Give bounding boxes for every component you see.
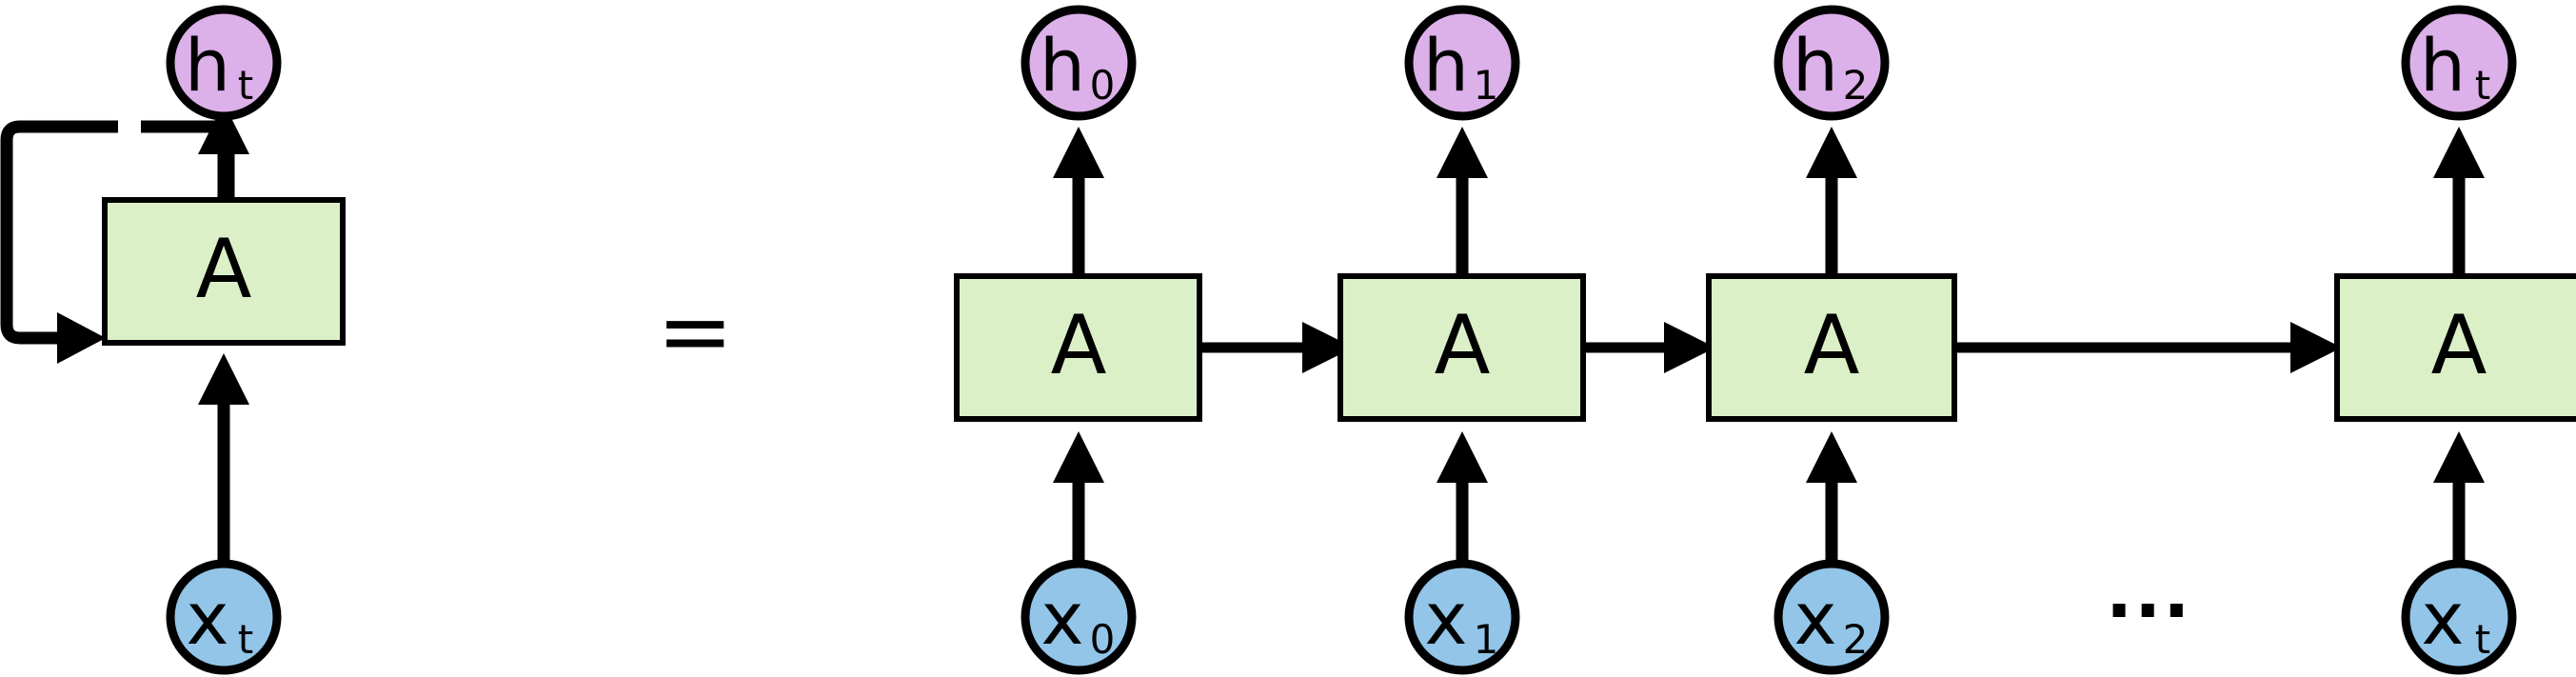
unrolled-input-circle-t: [2401, 559, 2517, 675]
unrolled-input-subscript-1: 1: [1474, 616, 1499, 663]
unrolled-input-arrow-1: [1437, 431, 1488, 562]
unrolled-hidden-state-subscript-1: 1: [1474, 62, 1499, 109]
unrolled-input-label-t: x: [2422, 576, 2465, 661]
unrolled-cell-box-t: [2334, 273, 2576, 422]
unrolled-input-label-2: x: [1794, 576, 1837, 661]
unrolled-recurrent-arrow-2-t: [1954, 322, 2342, 373]
unrolled-input-circle-0: [1020, 559, 1137, 675]
unrolled-hidden-state-circle-1: [1404, 5, 1520, 121]
ellipsis-indicator: ...: [2106, 552, 2192, 634]
folded-input-label: x: [187, 576, 229, 661]
folded-cell-box: [102, 197, 346, 346]
folded-hidden-state-label: h: [185, 23, 230, 108]
unrolled-cell-label-0: A: [1051, 298, 1107, 393]
unrolled-cell-label-2: A: [1804, 298, 1860, 393]
unrolled-hidden-state-label-t: h: [2420, 23, 2466, 108]
unrolled-hidden-state-subscript-t: t: [2475, 62, 2490, 109]
folded-cell-label: A: [196, 222, 252, 317]
unrolled-input-arrow-2: [1806, 431, 1857, 562]
unrolled-output-arrow-2: [1806, 127, 1857, 278]
unrolled-cell-label-t: A: [2431, 298, 2487, 393]
folded-hidden-state-circle: [166, 5, 282, 121]
unrolled-input-arrow-t: [2433, 431, 2485, 562]
equals-sign: =: [657, 278, 734, 385]
unrolled-input-circle-2: [1773, 559, 1890, 675]
unrolled-hidden-state-circle-0: [1020, 5, 1137, 121]
unrolled-output-arrow-t: [2433, 127, 2485, 278]
folded-loop-arrowhead: [57, 312, 106, 364]
folded-hidden-state-subscript: t: [238, 62, 253, 109]
unrolled-hidden-state-circle-2: [1773, 5, 1890, 121]
folded-input-arrow: [198, 353, 249, 562]
unrolled-input-subscript-0: 0: [1090, 616, 1116, 663]
unrolled-hidden-state-subscript-0: 0: [1090, 62, 1116, 109]
unrolled-input-subscript-t: t: [2475, 616, 2490, 663]
folded-output-arrow: [198, 103, 249, 202]
unrolled-output-arrow-0: [1053, 127, 1104, 278]
unrolled-recurrent-arrow-1-2: [1583, 322, 1715, 373]
unrolled-input-subscript-2: 2: [1843, 616, 1869, 663]
unrolled-input-label-0: x: [1041, 576, 1084, 661]
unrolled-hidden-state-label-1: h: [1423, 23, 1469, 108]
unrolled-hidden-state-circle-t: [2401, 5, 2517, 121]
unrolled-hidden-state-label-2: h: [1793, 23, 1838, 108]
unrolled-input-circle-1: [1404, 559, 1520, 675]
unrolled-output-arrow-1: [1437, 127, 1488, 278]
unrolled-hidden-state-label-0: h: [1040, 23, 1085, 108]
folded-input-subscript: t: [238, 616, 253, 663]
unrolled-hidden-state-subscript-2: 2: [1843, 62, 1869, 109]
unrolled-input-arrow-0: [1053, 431, 1104, 562]
unrolled-cell-label-1: A: [1435, 298, 1491, 393]
unrolled-input-label-1: x: [1425, 576, 1468, 661]
unrolled-recurrent-arrow-0-1: [1199, 322, 1354, 373]
folded-input-circle: [166, 559, 282, 675]
